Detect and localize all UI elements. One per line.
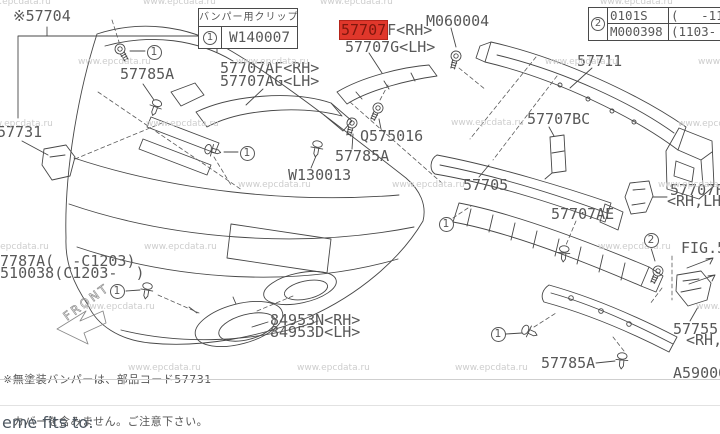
part-label-57711: 57711: [577, 52, 623, 70]
diagram-bottom-border: [0, 379, 720, 380]
watermark: www.epcdata.ru: [320, 0, 393, 7]
section-divider: [0, 405, 720, 406]
part-label-rhlh: <RH,LH: [667, 192, 720, 210]
note-line-1: ※無塗装バンパーは、部品コード57731: [3, 373, 212, 386]
watermark: www.epcdata.ru: [297, 363, 370, 373]
circled-2-marker: 2: [591, 17, 605, 31]
part-label-57707aglh: 57707AG<LH>: [220, 72, 320, 90]
part-number-suffix: F<RH>: [387, 21, 433, 39]
part-label-57707f: 57707F: [670, 181, 720, 199]
part-label-fig5: FIG.5: [681, 239, 720, 257]
part-label-57731: 57731: [0, 123, 43, 141]
watermark: www.epcdata.ru: [0, 242, 49, 252]
watermark: www.epcdata.ru: [238, 180, 311, 190]
part-label-57707bc: 57707BC: [527, 110, 591, 128]
watermark: www.epcdata.ru: [128, 363, 201, 373]
watermark: www.epcdata.ru: [0, 0, 51, 7]
part-label-h510038c1203: H510038(C1203- ): [0, 264, 145, 282]
circled-1-marker: 1: [490, 326, 506, 342]
applicability-code-1: 0101S: [607, 8, 668, 24]
applicability-range-1: ( -110: [668, 8, 720, 24]
watermark: www.epcdata.ru: [236, 57, 309, 67]
exploded-bumper-diagram: FRONT: [17, 19, 716, 370]
part-number-highlight: 57707: [338, 20, 389, 40]
part-label-m060004: M060004: [426, 12, 490, 30]
note-line-2: カバーを含みません。ご注意下さい。: [13, 415, 209, 428]
applicability-code-2: M000398: [607, 24, 668, 40]
clip-table-marker-cell: 1: [199, 27, 222, 48]
part-label-57785a: 57785A: [120, 65, 175, 83]
watermark: www.epcdata.ru: [678, 119, 720, 129]
highlighted-part-number-line: 57707F<RH>: [338, 20, 433, 40]
unpainted-bumper-note: ※無塗装バンパーは、部品コード57731 カバーを含みません。ご注意下さい。: [3, 345, 212, 434]
part-label-w130013: W130013: [288, 166, 352, 184]
watermark: www.epcdata.ru: [600, 0, 673, 7]
watermark: www.epcdata.ru: [146, 119, 219, 129]
applicability-table: 2 0101S ( -110 M000398 (1103-: [588, 7, 720, 41]
circled-2-marker: 2: [643, 232, 659, 248]
watermark: www.epcdata.ru: [82, 302, 155, 312]
watermark: www.epcdata.ru: [78, 57, 151, 67]
part-label-rhl: <RH,L: [686, 331, 720, 349]
clip-table-title: バンパー用クリップ: [199, 9, 297, 27]
watermark: www.epcdata.ru: [598, 242, 671, 252]
part-label-57787ac1203: 57787A( -C1203): [0, 252, 136, 270]
scheme-fits-heading: eme fits to:: [2, 413, 94, 432]
watermark: www.epcdata.ru: [658, 180, 720, 190]
watermark: www.epcdata.ru: [451, 118, 524, 128]
part-label-a59000: A59000: [673, 364, 720, 382]
bumper-cover-outline: [65, 25, 425, 345]
applicability-marker-cell: 2: [589, 8, 607, 40]
bumper-clip-table: バンパー用クリップ 1 W140007: [198, 8, 298, 49]
part-label-57707afrh: 57707AF<RH>: [220, 59, 320, 77]
applicability-range-2: (1103-: [668, 24, 720, 40]
watermark: www.epcdata.ru: [698, 57, 720, 67]
part-label-57704: ※57704: [13, 7, 71, 25]
part-label-84953nrh: 84953N<RH>: [270, 311, 361, 329]
part-label-57785a: 57785A: [335, 147, 390, 165]
watermark: www.epcdata.ru: [545, 57, 618, 67]
part-label-84953dlh: 84953D<LH>: [270, 323, 361, 341]
circled-1-marker: 1: [239, 145, 255, 161]
part-label-q575016: Q575016: [360, 127, 424, 145]
circled-1-marker: 1: [146, 44, 162, 60]
part-label-57707g: 57707G<LH>: [345, 38, 436, 56]
watermark: www.epcdata.ru: [143, 0, 216, 7]
watermark: www.epcdata.ru: [455, 363, 528, 373]
part-label-57707ae: 57707AE: [551, 205, 615, 223]
circled-1-marker: 1: [109, 283, 125, 299]
watermark: www.epcdata.ru: [392, 180, 465, 190]
circled-1-marker: 1: [438, 216, 454, 232]
part-label-57755: 57755: [673, 320, 719, 338]
watermark: www.epcdata.ru: [144, 242, 217, 252]
clip-part-number: W140007: [228, 29, 291, 46]
watermark: www.epcdata.ru: [696, 302, 720, 312]
circled-1-marker: 1: [203, 30, 217, 45]
part-label-57705: 57705: [463, 176, 509, 194]
part-label-57785a: 57785A: [541, 354, 596, 372]
watermark: www.epcdata.ru: [0, 119, 53, 129]
